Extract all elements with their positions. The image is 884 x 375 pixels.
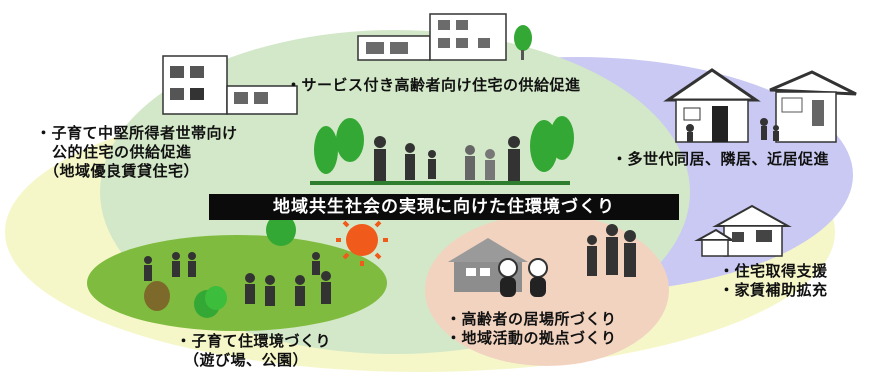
park-lawn — [87, 235, 387, 331]
public-housing-building-icon — [162, 55, 298, 115]
multigenerational-houses-icon — [663, 68, 857, 143]
label-elderly-place-1: ・高齢者の居場所づくり — [446, 310, 617, 328]
central-banner: 地域共生社会の実現に向けた住環境づくり — [209, 194, 679, 220]
label-public-housing-1: ・子育て中堅所得者世帯向け — [36, 124, 238, 142]
people-silhouettes-icon — [144, 136, 520, 306]
ground-line — [310, 181, 570, 185]
label-childcare-2: （遊び場、公園） — [184, 351, 309, 369]
elderly-people-icon — [498, 258, 548, 297]
label-acquisition-1: ・住宅取得支援 — [719, 262, 828, 280]
elderly-housing-building-icon — [357, 13, 532, 61]
label-elderly-place-2: ・地域活動の拠点づくり — [446, 329, 617, 347]
label-acquisition-2: ・家賃補助拡充 — [719, 281, 828, 299]
label-childcare-1: ・子育て住環境づくり — [176, 332, 332, 350]
trees-icon — [144, 116, 574, 318]
family-silhouettes-icon — [587, 224, 636, 277]
label-elderly-housing: ・サービス付き高齢者向け住宅の供給促進 — [286, 76, 581, 94]
label-multigenerational: ・多世代同居、隣居、近居促進 — [612, 150, 830, 168]
sun-icon — [336, 214, 388, 266]
label-public-housing-3: （地域優良賃貸住宅） — [44, 162, 200, 180]
small-house-icon — [694, 204, 792, 257]
label-public-housing-2: 公的住宅の供給促進 — [52, 143, 192, 161]
